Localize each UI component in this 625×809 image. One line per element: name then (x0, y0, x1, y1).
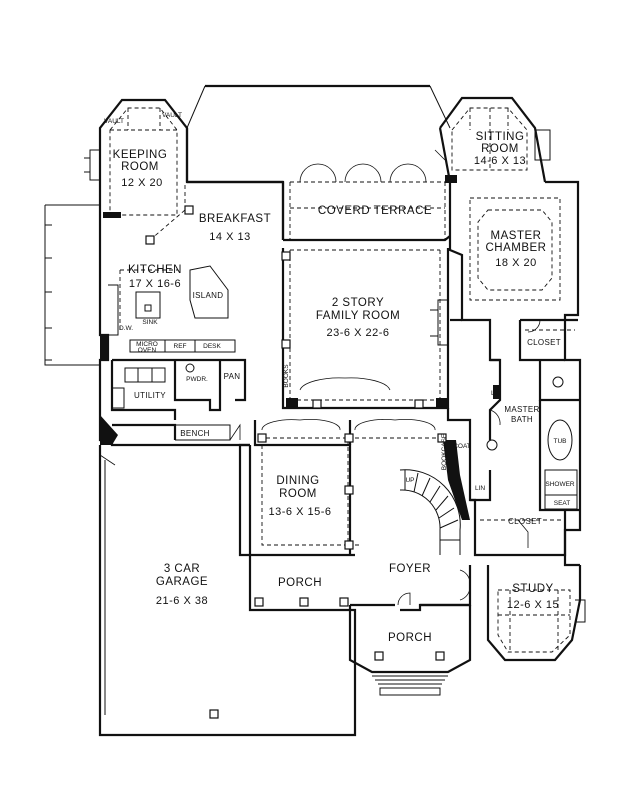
vault-right-label: VAULT (162, 112, 182, 119)
breakfast-dims: 14 X 13 (209, 231, 250, 243)
lin-lower-label: LIN (475, 485, 485, 492)
bookcase-foyer-label: BOOKCASE (441, 433, 448, 470)
side-porch-name: PORCH (278, 577, 322, 589)
interior-walls (110, 180, 580, 607)
breakfast-name: BREAKFAST (199, 213, 271, 225)
bookcase-family-label: BOOKS (283, 364, 290, 388)
closet-bath-label: CLOSET (508, 517, 542, 526)
sink-label: SINK (142, 319, 158, 326)
up-label: UP (405, 477, 414, 484)
garage-dims: 21-6 X 38 (156, 595, 208, 607)
tub-label: TUB (554, 438, 567, 445)
columns (145, 205, 447, 719)
pan-label: PAN (224, 372, 241, 381)
family-room-dims: 23-6 X 22-6 (327, 327, 390, 339)
front-porch-name: PORCH (388, 632, 432, 644)
door-swings (84, 129, 586, 715)
keeping-room-dims: 12 X 20 (121, 177, 162, 189)
desk-label: DESK (203, 343, 221, 350)
dw-label: D.W. (119, 325, 133, 332)
study-dims: 12-6 X 15 (507, 599, 559, 611)
foyer-name: FOYER (389, 563, 431, 575)
seat-label: SEAT (554, 500, 571, 507)
utility-label: UTILITY (134, 391, 166, 400)
bench-label: BENCH (180, 429, 210, 438)
kitchen-name: KITCHEN (128, 264, 182, 276)
dining-room-dims: 13-6 X 15-6 (269, 506, 332, 518)
coat-label: COAT (453, 443, 471, 450)
kitchen-dims: 17 X 16-6 (129, 278, 181, 290)
ceiling-lines (44, 107, 571, 653)
closet-master-label: CLOSET (527, 338, 561, 347)
study-name: STUDY (512, 583, 553, 595)
terrace-name: COVERD TERRACE (318, 205, 432, 217)
pwdr-label: PWDR. (186, 376, 208, 383)
shower-label: SHOWER (545, 481, 575, 488)
lin-upper-label: LIN (491, 390, 501, 397)
sitting-room-dims: 14-6 X 13 (474, 155, 526, 167)
ref-label: REF (174, 343, 187, 350)
master-chamber-dims: 18 X 20 (495, 257, 536, 269)
vault-left-label: VAULT (104, 118, 124, 125)
island-label: ISLAND (193, 291, 224, 300)
